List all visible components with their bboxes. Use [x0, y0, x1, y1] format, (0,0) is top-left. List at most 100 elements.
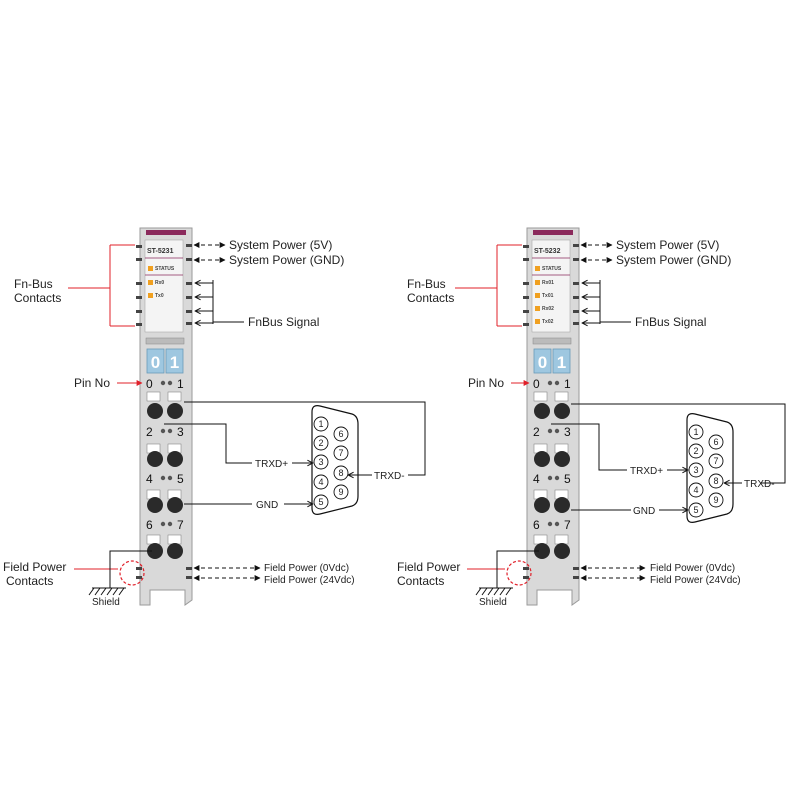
address-digit: 1 [170, 353, 179, 372]
terminal-number: 2 [533, 425, 540, 439]
module-st-5231: ST-5231 STATUS Rx0 Tx0 0 1 [3, 227, 426, 608]
led-label: Rx0 [155, 280, 164, 286]
led-tx01 [535, 293, 540, 298]
db9-connector: 1 2 3 4 5 6 7 8 9 [686, 413, 734, 523]
label-fnbus-signal: FnBus Signal [635, 315, 706, 329]
db9-pin-number: 9 [713, 495, 718, 505]
db9-pin-number: 7 [338, 448, 343, 458]
address-switch-0[interactable] [533, 348, 552, 374]
terminal-number: 1 [564, 377, 571, 391]
db9-pin-number: 6 [713, 437, 718, 447]
db9-pin-number: 5 [318, 497, 323, 507]
module-st-5232: ST-5232 STATUS Rx01 Tx01 Rx02 Tx02 0 1 [397, 227, 786, 608]
terminal-1[interactable] [167, 403, 183, 419]
terminal-0[interactable] [147, 403, 163, 419]
terminal-7[interactable] [554, 543, 570, 559]
terminal-2[interactable] [534, 451, 550, 467]
label-shield: Shield [479, 597, 507, 608]
terminal-0[interactable] [534, 403, 550, 419]
label-system-power-gnd: System Power (GND) [616, 253, 731, 267]
fn-bus-contact-pins [523, 245, 529, 326]
terminal-3[interactable] [167, 451, 183, 467]
label-trxd-plus: TRXD+ [255, 459, 288, 470]
terminal-5[interactable] [554, 497, 570, 513]
label-system-power-5v: System Power (5V) [616, 238, 719, 252]
terminal-number: 0 [146, 377, 153, 391]
wires [164, 401, 426, 504]
terminal-4[interactable] [147, 497, 163, 513]
field-power-contact-highlight [119, 560, 145, 586]
label-fn-bus: Fn-Bus [14, 277, 53, 291]
label-contacts: Contacts [6, 574, 53, 588]
db9-pins [688, 424, 724, 518]
terminal-1[interactable] [554, 403, 570, 419]
terminal-number: 6 [146, 518, 153, 532]
terminal-6[interactable] [534, 543, 550, 559]
led-rx0 [148, 280, 153, 285]
terminal-number: 1 [177, 377, 184, 391]
label-field-power: Field Power [3, 560, 66, 574]
module-model: ST-5232 [534, 248, 561, 255]
terminal-3[interactable] [554, 451, 570, 467]
label-field-power-0vdc: Field Power (0Vdc) [650, 563, 735, 574]
led-tx0 [148, 293, 153, 298]
right-contact-pins [573, 244, 579, 325]
status-led [535, 266, 540, 271]
terminal-number: 7 [564, 518, 571, 532]
led-label: Rx02 [542, 306, 554, 312]
led-label: Tx01 [542, 293, 554, 299]
db9-pin-number: 1 [318, 419, 323, 429]
terminal-6[interactable] [147, 543, 163, 559]
module-top-bar [146, 230, 186, 235]
address-switch-0[interactable] [146, 348, 165, 374]
fnbus-signal-bracket [195, 280, 244, 324]
terminal-5[interactable] [167, 497, 183, 513]
terminal-7[interactable] [167, 543, 183, 559]
label-field-power-24vdc: Field Power (24Vdc) [650, 575, 741, 586]
right-contact-pins [186, 244, 192, 325]
address-switch-1[interactable] [165, 348, 184, 374]
fn-bus-callout [455, 244, 522, 327]
label-system-power-5v: System Power (5V) [229, 238, 332, 252]
field-power-contact-highlight [506, 560, 532, 586]
terminal-2[interactable] [147, 451, 163, 467]
db9-pins [313, 416, 349, 510]
label-fn-bus: Fn-Bus [407, 277, 446, 291]
terminal-block [533, 380, 570, 559]
label-trxd-minus: TRXD- [744, 479, 775, 490]
label-trxd-plus: TRXD+ [630, 466, 663, 477]
led-tx02 [535, 319, 540, 324]
db9-pin-number: 8 [338, 468, 343, 478]
module-top-bar [533, 230, 573, 235]
terminal-number: 4 [533, 472, 540, 486]
module-model: ST-5231 [147, 248, 174, 255]
terminal-number: 2 [146, 425, 153, 439]
address-switch-1[interactable] [552, 348, 571, 374]
address-digit: 0 [538, 353, 547, 372]
db9-pin-number: 9 [338, 487, 343, 497]
db9-pin-number: 8 [713, 476, 718, 486]
label-pin-no: Pin No [74, 376, 110, 390]
db9-pin-number: 7 [713, 456, 718, 466]
led-label: Tx02 [542, 319, 554, 325]
label-field-power-24vdc: Field Power (24Vdc) [264, 575, 355, 586]
led-label: Rx01 [542, 280, 554, 286]
label-fnbus-signal: FnBus Signal [248, 315, 319, 329]
db9-pin-number: 3 [693, 465, 698, 475]
db9-pin-number: 1 [693, 427, 698, 437]
status-label: STATUS [542, 266, 562, 272]
terminal-number: 6 [533, 518, 540, 532]
terminal-4[interactable] [534, 497, 550, 513]
terminal-block [146, 380, 183, 559]
address-digit: 0 [151, 353, 160, 372]
led-label: Tx0 [155, 293, 164, 299]
db9-pin-number: 4 [318, 477, 323, 487]
label-field-power-0vdc: Field Power (0Vdc) [264, 563, 349, 574]
terminal-number: 4 [146, 472, 153, 486]
status-label: STATUS [155, 266, 175, 272]
db9-pin-number: 6 [338, 429, 343, 439]
address-digit: 1 [557, 353, 566, 372]
db9-pin-number: 2 [693, 446, 698, 456]
label-trxd-minus: TRXD- [374, 471, 405, 482]
